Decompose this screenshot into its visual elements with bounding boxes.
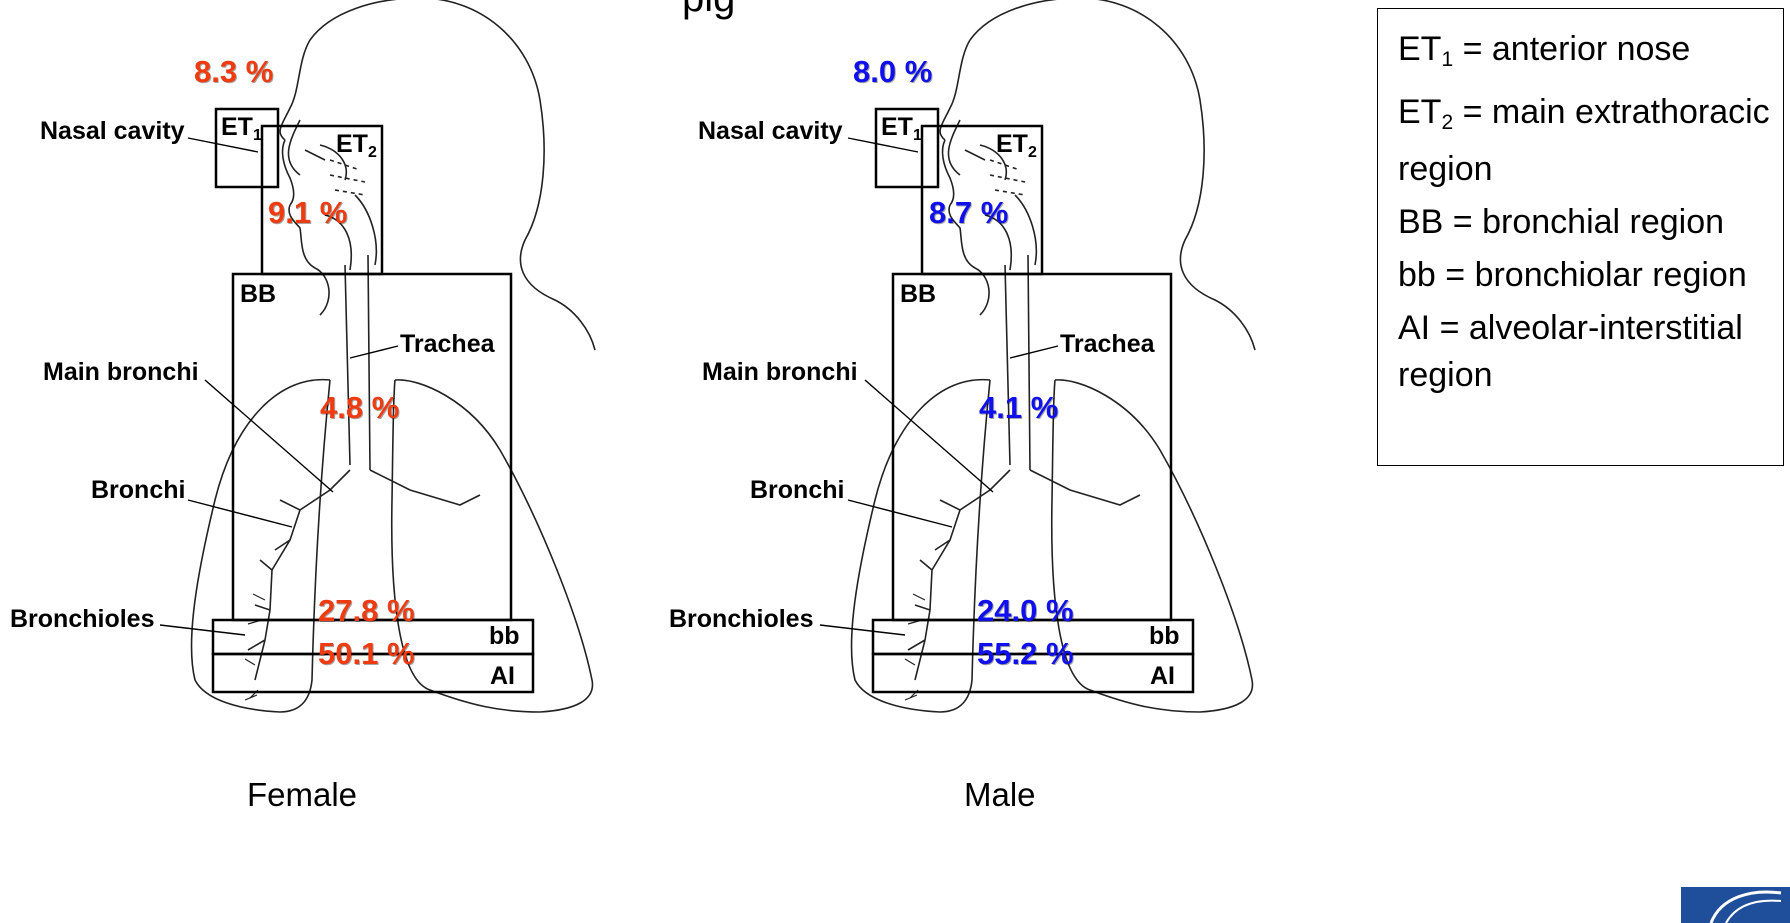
bronchioles-leader [819,624,906,636]
head-outline [309,0,596,351]
ai-box [871,652,1195,694]
bb-box [231,272,513,622]
respiratory-tract-drawing [159,0,596,713]
ai-box-label: AI [1150,662,1175,690]
bb-box [891,272,1173,622]
bronchiolar-percent: 27.8 % [318,593,415,628]
head-outline [969,0,1256,351]
logo-mark-icon [1709,890,1782,923]
bb-percent: 4.1 % [979,390,1059,425]
bronchiolar-box-label: bb [1149,622,1180,650]
ai-percent: 50.1 % [318,636,415,671]
main-bronchi-leader [864,379,994,493]
ai-box-label: AI [490,662,515,690]
nasal-cavity-leader [847,137,919,153]
bronchioles-label: Bronchioles [10,605,155,633]
et1-percent: 8.0 % [853,54,933,89]
et2-box-label: ET2 [336,130,377,161]
legend-ai: AI = alveolar-interstitial region [1398,309,1743,394]
nasal-cavity-leader [187,137,259,153]
legend-et2: ET2 = main extrathoracic region [1398,93,1770,188]
bb-box-label: BB [900,280,937,308]
right-lung [390,379,594,713]
institution-logo [1681,887,1790,923]
bronchi-leader [187,499,293,528]
female-caption: Female [247,776,358,813]
trachea-outline [1004,254,1031,471]
legend-box: ET1 = anterior nose ET2 = main extrathor… [1377,8,1784,466]
et1-box-label: ET1 [221,113,262,144]
bronchioles-label: Bronchioles [669,605,814,633]
title-fragment: pig [682,0,735,18]
et2-box-label: ET2 [996,130,1037,161]
bronchial-tree [907,469,1141,681]
bronchioles-leader [159,624,246,636]
bronchi-label: Bronchi [91,476,186,504]
et1-percent: 8.3 % [194,54,274,89]
main-bronchi-leader [204,379,334,493]
bronchiolar-box-label: bb [489,622,520,650]
legend-bb: BB = bronchial region [1398,203,1725,241]
trachea-outline [344,254,371,471]
et2-percent: 9.1 % [268,195,348,230]
et2-percent: 8.7 % [929,195,1009,230]
et1-box [214,107,280,189]
legend-et1: ET1 = anterior nose [1398,30,1691,71]
bronchiolar-percent: 24.0 % [977,593,1074,628]
main-bronchi-label: Main bronchi [43,358,199,386]
et1-box [874,107,940,189]
bronchi-label: Bronchi [750,476,845,504]
nasal-cavity-label: Nasal cavity [698,117,843,145]
ai-box [211,652,535,694]
legend-bronchiolar: bb = bronchiolar region [1398,256,1747,294]
male-panel: Nasal cavity Trachea Main bronchi Bronch… [669,0,1375,923]
bb-box-label: BB [240,280,277,308]
female-panel: Nasal cavity Trachea Main bronchi Bronch… [0,0,620,923]
bb-percent: 4.8 % [320,390,400,425]
male-caption: Male [964,776,1036,813]
respiratory-tract-drawing [819,0,1256,713]
trachea-label: Trachea [400,330,495,358]
nasal-cavity-label: Nasal cavity [40,117,185,145]
trachea-leader [1009,345,1059,359]
et1-box-label: ET1 [881,113,922,144]
ai-percent: 55.2 % [977,636,1074,671]
bronchial-tree [247,469,481,681]
right-lung [1050,379,1254,713]
trachea-label: Trachea [1060,330,1155,358]
bronchi-leader [847,499,953,528]
main-bronchi-label: Main bronchi [702,358,858,386]
trachea-leader [349,345,399,359]
